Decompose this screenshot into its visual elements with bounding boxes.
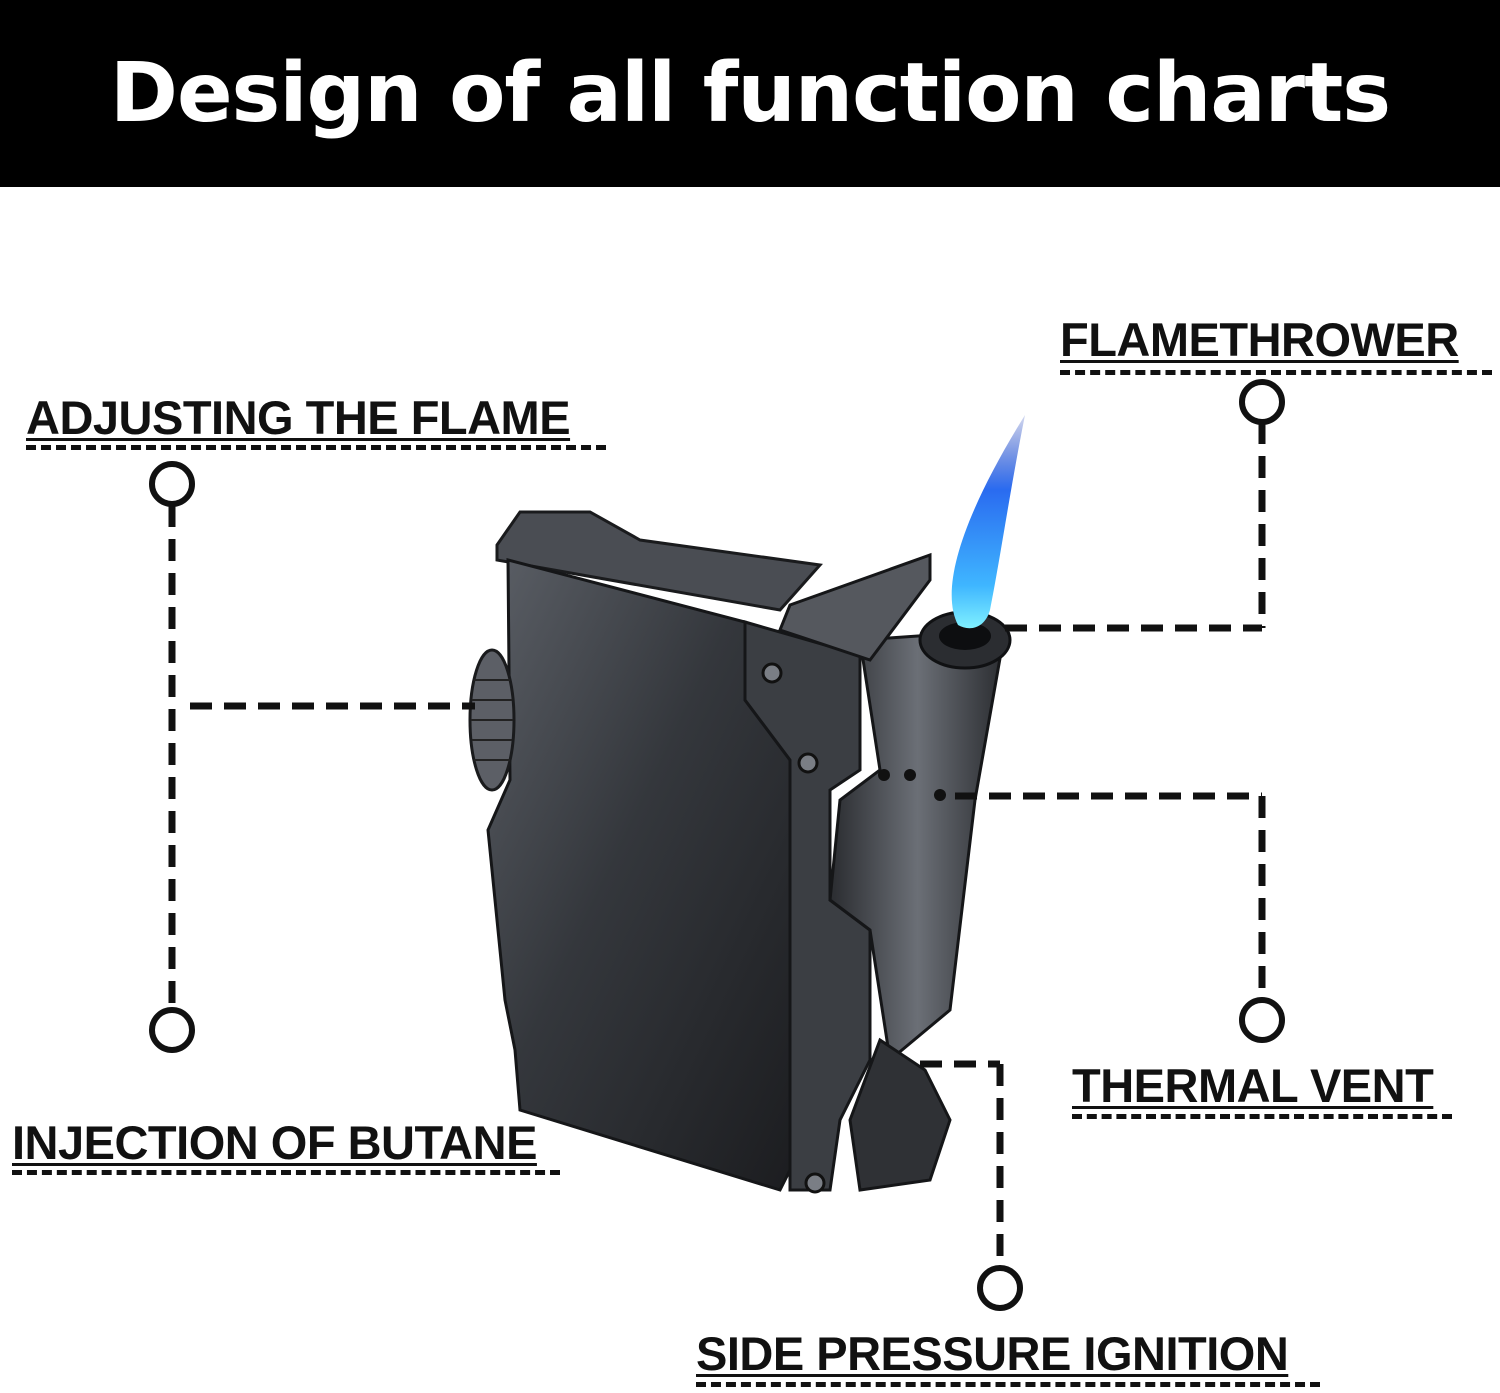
callout-dot-side-pressure <box>977 1265 1023 1311</box>
screw <box>797 752 819 774</box>
header-banner: Design of all function charts <box>0 0 1500 187</box>
side-trigger <box>848 1037 952 1192</box>
screw <box>761 662 783 684</box>
flame <box>951 415 1025 629</box>
label-underline <box>12 1170 560 1175</box>
label-flamethrower: FLAMETHROWER <box>1060 313 1459 366</box>
page-title: Design of all function charts <box>109 46 1391 141</box>
adjustment-wheel <box>468 648 516 792</box>
label-underline <box>26 445 606 450</box>
label-injection-butane: INJECTION OF BUTANE <box>12 1116 537 1169</box>
callout-dot-thermal-vent <box>1239 997 1285 1043</box>
vent-hole <box>878 769 890 781</box>
lighter-illustration <box>468 415 1025 1194</box>
vent-hole <box>904 769 916 781</box>
label-underline <box>696 1382 1320 1387</box>
screw <box>804 1172 826 1194</box>
lighter-side-plate <box>743 620 872 1192</box>
label-thermal-vent: THERMAL VENT <box>1072 1059 1434 1112</box>
label-adjusting-flame: ADJUSTING THE FLAME <box>26 391 571 444</box>
callout-dot-flamethrower <box>1239 379 1285 425</box>
ignition-lever <box>778 552 932 662</box>
label-side-pressure-ignition: SIDE PRESSURE IGNITION <box>696 1327 1289 1380</box>
label-underline <box>1072 1114 1452 1119</box>
label-underline <box>1060 370 1492 375</box>
callout-dot-injection-butane <box>149 1007 195 1053</box>
vent-hole <box>934 789 946 801</box>
torch-tube <box>828 628 1007 1063</box>
callout-dot-adjusting-flame <box>149 461 195 507</box>
